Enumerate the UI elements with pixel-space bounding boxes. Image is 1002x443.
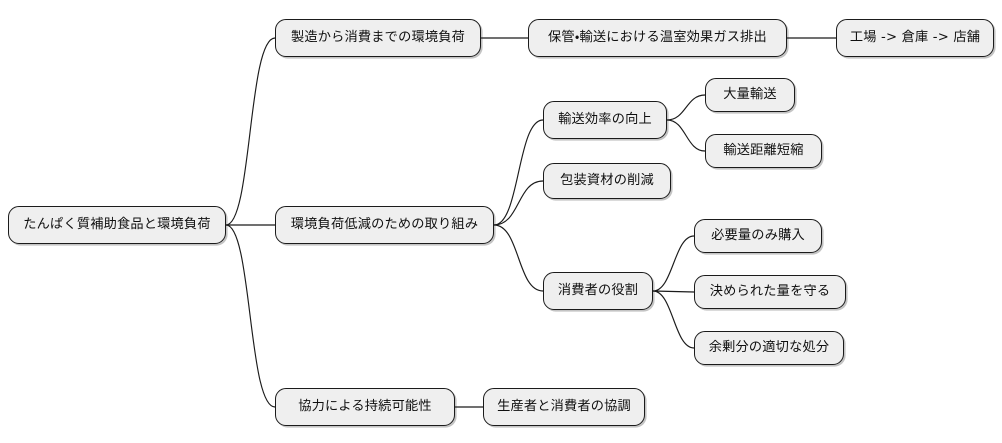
node-label-b3: 協力による持続可能性 bbox=[298, 399, 432, 415]
node-b3c1[interactable]: 生産者と消費者の協調 bbox=[483, 388, 645, 426]
node-label-b2c1: 輸送効率の向上 bbox=[558, 112, 652, 128]
node-label-b1: 製造から消費までの環境負荷 bbox=[290, 30, 466, 46]
node-b1[interactable]: 製造から消費までの環境負荷 bbox=[275, 19, 481, 57]
node-b3[interactable]: 協力による持続可能性 bbox=[275, 388, 455, 426]
node-b2c1[interactable]: 輸送効率の向上 bbox=[543, 101, 667, 139]
node-root[interactable]: たんぱく質補助食品と環境負荷 bbox=[8, 206, 226, 244]
node-label-b2c3g2: 決められた量を守る bbox=[709, 284, 831, 300]
node-b1c1[interactable]: 保管・輸送における温室効果ガス排出 bbox=[528, 19, 787, 57]
node-label-b2c3: 消費者の役割 bbox=[557, 283, 639, 299]
node-label-b2c1g2: 輸送距離短縮 bbox=[723, 143, 804, 159]
node-b2c3g1[interactable]: 必要量のみ購入 bbox=[694, 219, 822, 253]
node-b2c3[interactable]: 消費者の役割 bbox=[543, 272, 653, 310]
node-b2[interactable]: 環境負荷低減のための取り組み bbox=[275, 206, 494, 244]
node-b2c1g2[interactable]: 輸送距離短縮 bbox=[705, 134, 822, 168]
node-b2c1g1[interactable]: 大量輸送 bbox=[705, 78, 795, 112]
node-label-b1c1: 保管・輸送における温室効果ガス排出 bbox=[548, 30, 767, 46]
node-label-b2c3g1: 必要量のみ購入 bbox=[711, 228, 805, 244]
node-label-b2c1g1: 大量輸送 bbox=[723, 87, 777, 103]
node-label-b3c1: 生産者と消費者の協調 bbox=[497, 399, 631, 415]
node-label-b2: 環境負荷低減のための取り組み bbox=[290, 217, 479, 233]
node-b2c2[interactable]: 包装資材の削減 bbox=[543, 163, 671, 199]
node-label-root: たんぱく質補助食品と環境負荷 bbox=[23, 217, 211, 233]
node-label-b2c2: 包装資材の削減 bbox=[560, 173, 654, 189]
node-label-b2c3g3: 余剰分の適切な処分 bbox=[708, 340, 830, 356]
node-b2c3g2[interactable]: 決められた量を守る bbox=[694, 275, 846, 309]
node-b2c3g3[interactable]: 余剰分の適切な処分 bbox=[694, 331, 844, 365]
node-label-b1c1g1: 工場 -> 倉庫 -> 店舗 bbox=[849, 30, 981, 46]
node-b1c1g1[interactable]: 工場 -> 倉庫 -> 店舗 bbox=[836, 19, 994, 57]
